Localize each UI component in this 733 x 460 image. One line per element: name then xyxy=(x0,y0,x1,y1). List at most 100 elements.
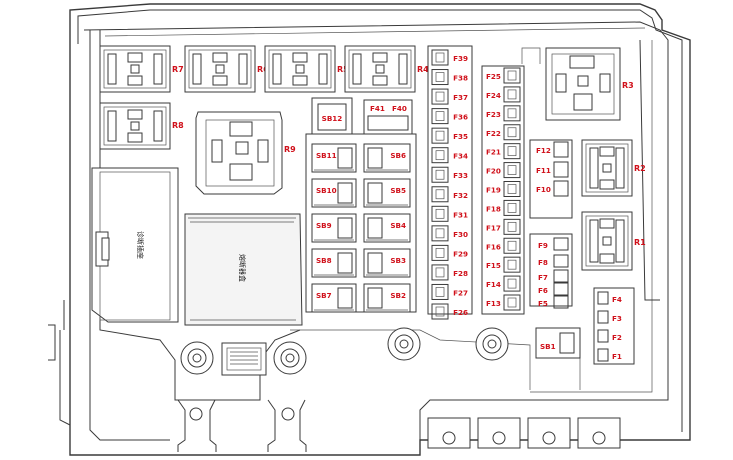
fuse-label-f29: F29 xyxy=(453,249,468,258)
fuse-f7 xyxy=(553,269,569,283)
sb-label-sb9: SB9 xyxy=(316,221,332,230)
fuse-f11 xyxy=(553,161,569,178)
fuse-label-f1: F1 xyxy=(612,352,622,361)
fuse-label-f18: F18 xyxy=(486,204,501,213)
fuse-label-f20: F20 xyxy=(486,167,501,176)
fuse-mid-top-frame xyxy=(529,139,573,219)
relay-r6 xyxy=(184,45,256,93)
fuse-f3 xyxy=(597,310,609,324)
fuse-f32 xyxy=(431,186,449,203)
fuse-label-f14: F14 xyxy=(486,280,501,289)
sb-fuse-sb4 xyxy=(363,213,411,243)
sb-fuse-sb11 xyxy=(311,143,357,173)
fuse-label-f2: F2 xyxy=(612,333,622,342)
fuse-f29 xyxy=(431,244,449,261)
relay-label-r5: R5 xyxy=(337,65,349,74)
sb-label-sb11: SB11 xyxy=(316,151,337,160)
fuse-f18 xyxy=(503,199,521,216)
relay-r7 xyxy=(99,45,171,93)
fuse-label-f8: F8 xyxy=(538,258,548,267)
bottom-connectors xyxy=(427,417,621,449)
fuse-label-f25: F25 xyxy=(486,72,501,81)
fuse-label-f27: F27 xyxy=(453,288,468,297)
fuse-label-f41: F41 xyxy=(370,104,385,113)
fuse-f20 xyxy=(503,162,521,179)
relay-r3 xyxy=(545,47,621,121)
sb-label-sb10: SB10 xyxy=(316,186,337,195)
fuse-label-f28: F28 xyxy=(453,269,468,278)
fuse-f25 xyxy=(503,67,521,84)
fuse-label-f35: F35 xyxy=(453,132,468,141)
fuse-label-f40: F40 xyxy=(392,104,407,113)
sb-fuse-sb5 xyxy=(363,178,411,208)
bolt-terminals xyxy=(177,327,509,452)
sb-fuse-sb10 xyxy=(311,178,357,208)
fuse-label-f23: F23 xyxy=(486,110,501,119)
fuse-column-a: F39F38F37F36F35F34F33F32F31F30F29F28F27F… xyxy=(427,45,473,320)
sb-fuse-sb9 xyxy=(311,213,357,243)
relay-r2 xyxy=(581,139,633,197)
fuse-f6 xyxy=(553,282,569,296)
relay-label-r1: R1 xyxy=(634,238,646,247)
relay-label-r7: R7 xyxy=(172,65,184,74)
fuse-label-f22: F22 xyxy=(486,129,501,138)
fuse-f15 xyxy=(503,256,521,273)
fuse-f38 xyxy=(431,69,449,86)
fuse-label-f30: F30 xyxy=(453,230,468,239)
sb-fuse-sb1 xyxy=(535,327,581,359)
fuse-f36 xyxy=(431,108,449,125)
fuse-f24 xyxy=(503,86,521,103)
f41-f40-housing xyxy=(363,99,413,135)
fuse-f21 xyxy=(503,143,521,160)
sb-label-sb7: SB7 xyxy=(316,291,332,300)
sb-fuse-sb3 xyxy=(363,248,411,278)
fuse-label-f9: F9 xyxy=(538,241,548,250)
fuse-f39 xyxy=(431,49,449,66)
fuse-f4 xyxy=(597,291,609,305)
fuse-label-f38: F38 xyxy=(453,74,468,83)
relay-r9 xyxy=(195,111,283,195)
module-label: 熔断器盒 xyxy=(238,254,247,282)
fuse-f12 xyxy=(553,141,569,158)
fuse-label-f11: F11 xyxy=(536,166,551,175)
fuse-label-f26: F26 xyxy=(453,308,468,317)
fuse-f2 xyxy=(597,329,609,343)
connector-label: 诊断插座 xyxy=(136,231,145,259)
fuse-bottom-right-frame xyxy=(593,287,635,365)
relay-r1 xyxy=(581,211,633,271)
fuse-label-f15: F15 xyxy=(486,261,501,270)
fuse-label-f36: F36 xyxy=(453,113,468,122)
sb-label-sb3: SB3 xyxy=(390,256,406,265)
fuse-label-f39: F39 xyxy=(453,54,468,63)
fuse-label-f5: F5 xyxy=(538,299,548,308)
fuse-f17 xyxy=(503,218,521,235)
fuse-label-f7: F7 xyxy=(538,273,548,282)
fuse-f19 xyxy=(503,181,521,197)
sb-fuse-sb6 xyxy=(363,143,411,173)
relay-label-r4: R4 xyxy=(417,65,429,74)
fuse-label-f32: F32 xyxy=(453,191,468,200)
fuse-label-f17: F17 xyxy=(486,223,501,232)
fuse-label-f19: F19 xyxy=(486,186,501,195)
fuse-f10 xyxy=(553,180,569,197)
fuse-label-f21: F21 xyxy=(486,148,501,157)
fuse-label-f4: F4 xyxy=(612,295,622,304)
sb-label-sb12: SB12 xyxy=(322,114,343,123)
fuse-label-f12: F12 xyxy=(536,146,551,155)
fuse-label-f16: F16 xyxy=(486,242,501,251)
fuse-f27 xyxy=(431,283,449,300)
relay-label-r9: R9 xyxy=(284,145,296,154)
sb-label-sb4: SB4 xyxy=(390,221,406,230)
fuse-f26 xyxy=(431,303,449,320)
fuse-f34 xyxy=(431,147,449,164)
fuse-f35 xyxy=(431,127,449,144)
fuse-label-f13: F13 xyxy=(486,299,501,308)
connector-module: 诊断插座 熔断器盒 xyxy=(91,167,303,326)
sb-fuse-sb8 xyxy=(311,248,357,278)
fuse-f37 xyxy=(431,88,449,105)
relay-label-r3: R3 xyxy=(622,81,634,90)
